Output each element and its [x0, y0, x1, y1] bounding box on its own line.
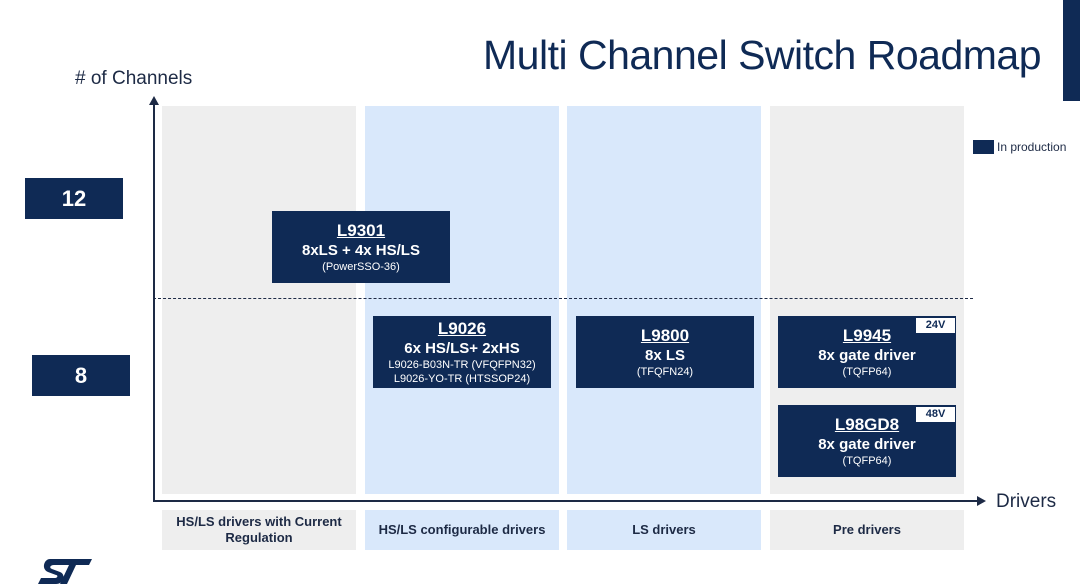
st-logo-icon: [38, 559, 92, 584]
product-package: (TQFP64): [842, 365, 892, 378]
product-package: L9026-B03N-TR (VFQFPN32): [388, 358, 536, 371]
x-axis-arrow-icon: [977, 496, 986, 506]
product-desc: 8x LS: [644, 346, 686, 364]
channel-level-8: 8: [32, 355, 130, 396]
voltage-badge-48v: 48V: [915, 406, 956, 423]
column-configurable: [365, 106, 559, 494]
legend-swatch: [973, 140, 994, 154]
category-pre-drivers: Pre drivers: [770, 510, 964, 550]
category-configurable: HS/LS configurable drivers: [365, 510, 559, 550]
y-axis-line: [153, 104, 155, 502]
voltage-badge-24v: 24V: [915, 317, 956, 334]
product-name: L9026: [437, 318, 487, 338]
channel-divider-line: [153, 298, 973, 299]
product-package: (TFQFN24): [636, 365, 694, 378]
y-axis-arrow-icon: [149, 96, 159, 105]
product-desc: 6x HS/LS+ 2xHS: [404, 339, 520, 357]
category-current-regulation: HS/LS drivers with Current Regulation: [162, 510, 356, 550]
column-current-regulation: [162, 106, 356, 494]
product-l9800: L9800 8x LS (TFQFN24): [576, 316, 754, 388]
product-package: L9026-YO-TR (HTSSOP24): [393, 372, 531, 385]
product-name: L9945: [842, 325, 892, 345]
product-desc: 8x gate driver: [818, 435, 916, 453]
product-desc: 8x gate driver: [818, 346, 916, 364]
product-name: L98GD8: [834, 414, 900, 434]
product-package: (PowerSSO-36): [322, 260, 400, 273]
channel-level-12: 12: [25, 178, 123, 219]
category-ls-drivers: LS drivers: [567, 510, 761, 550]
slide-title: Multi Channel Switch Roadmap: [483, 32, 1042, 78]
product-l9301: L9301 8xLS + 4x HS/LS (PowerSSO-36): [272, 211, 450, 283]
x-axis-line: [153, 500, 979, 502]
product-package: (TQFP64): [842, 454, 892, 467]
product-name: L9301: [336, 220, 386, 240]
product-name: L9800: [640, 325, 690, 345]
corner-accent-bar: [1063, 0, 1080, 101]
legend-label: In production: [997, 140, 1067, 154]
x-axis-label: Drivers: [996, 491, 1057, 512]
column-ls-drivers: [567, 106, 761, 494]
y-axis-label: # of Channels: [75, 68, 193, 89]
product-l9026: L9026 6x HS/LS+ 2xHS L9026-B03N-TR (VFQF…: [373, 316, 551, 388]
product-desc: 8xLS + 4x HS/LS: [302, 241, 420, 259]
